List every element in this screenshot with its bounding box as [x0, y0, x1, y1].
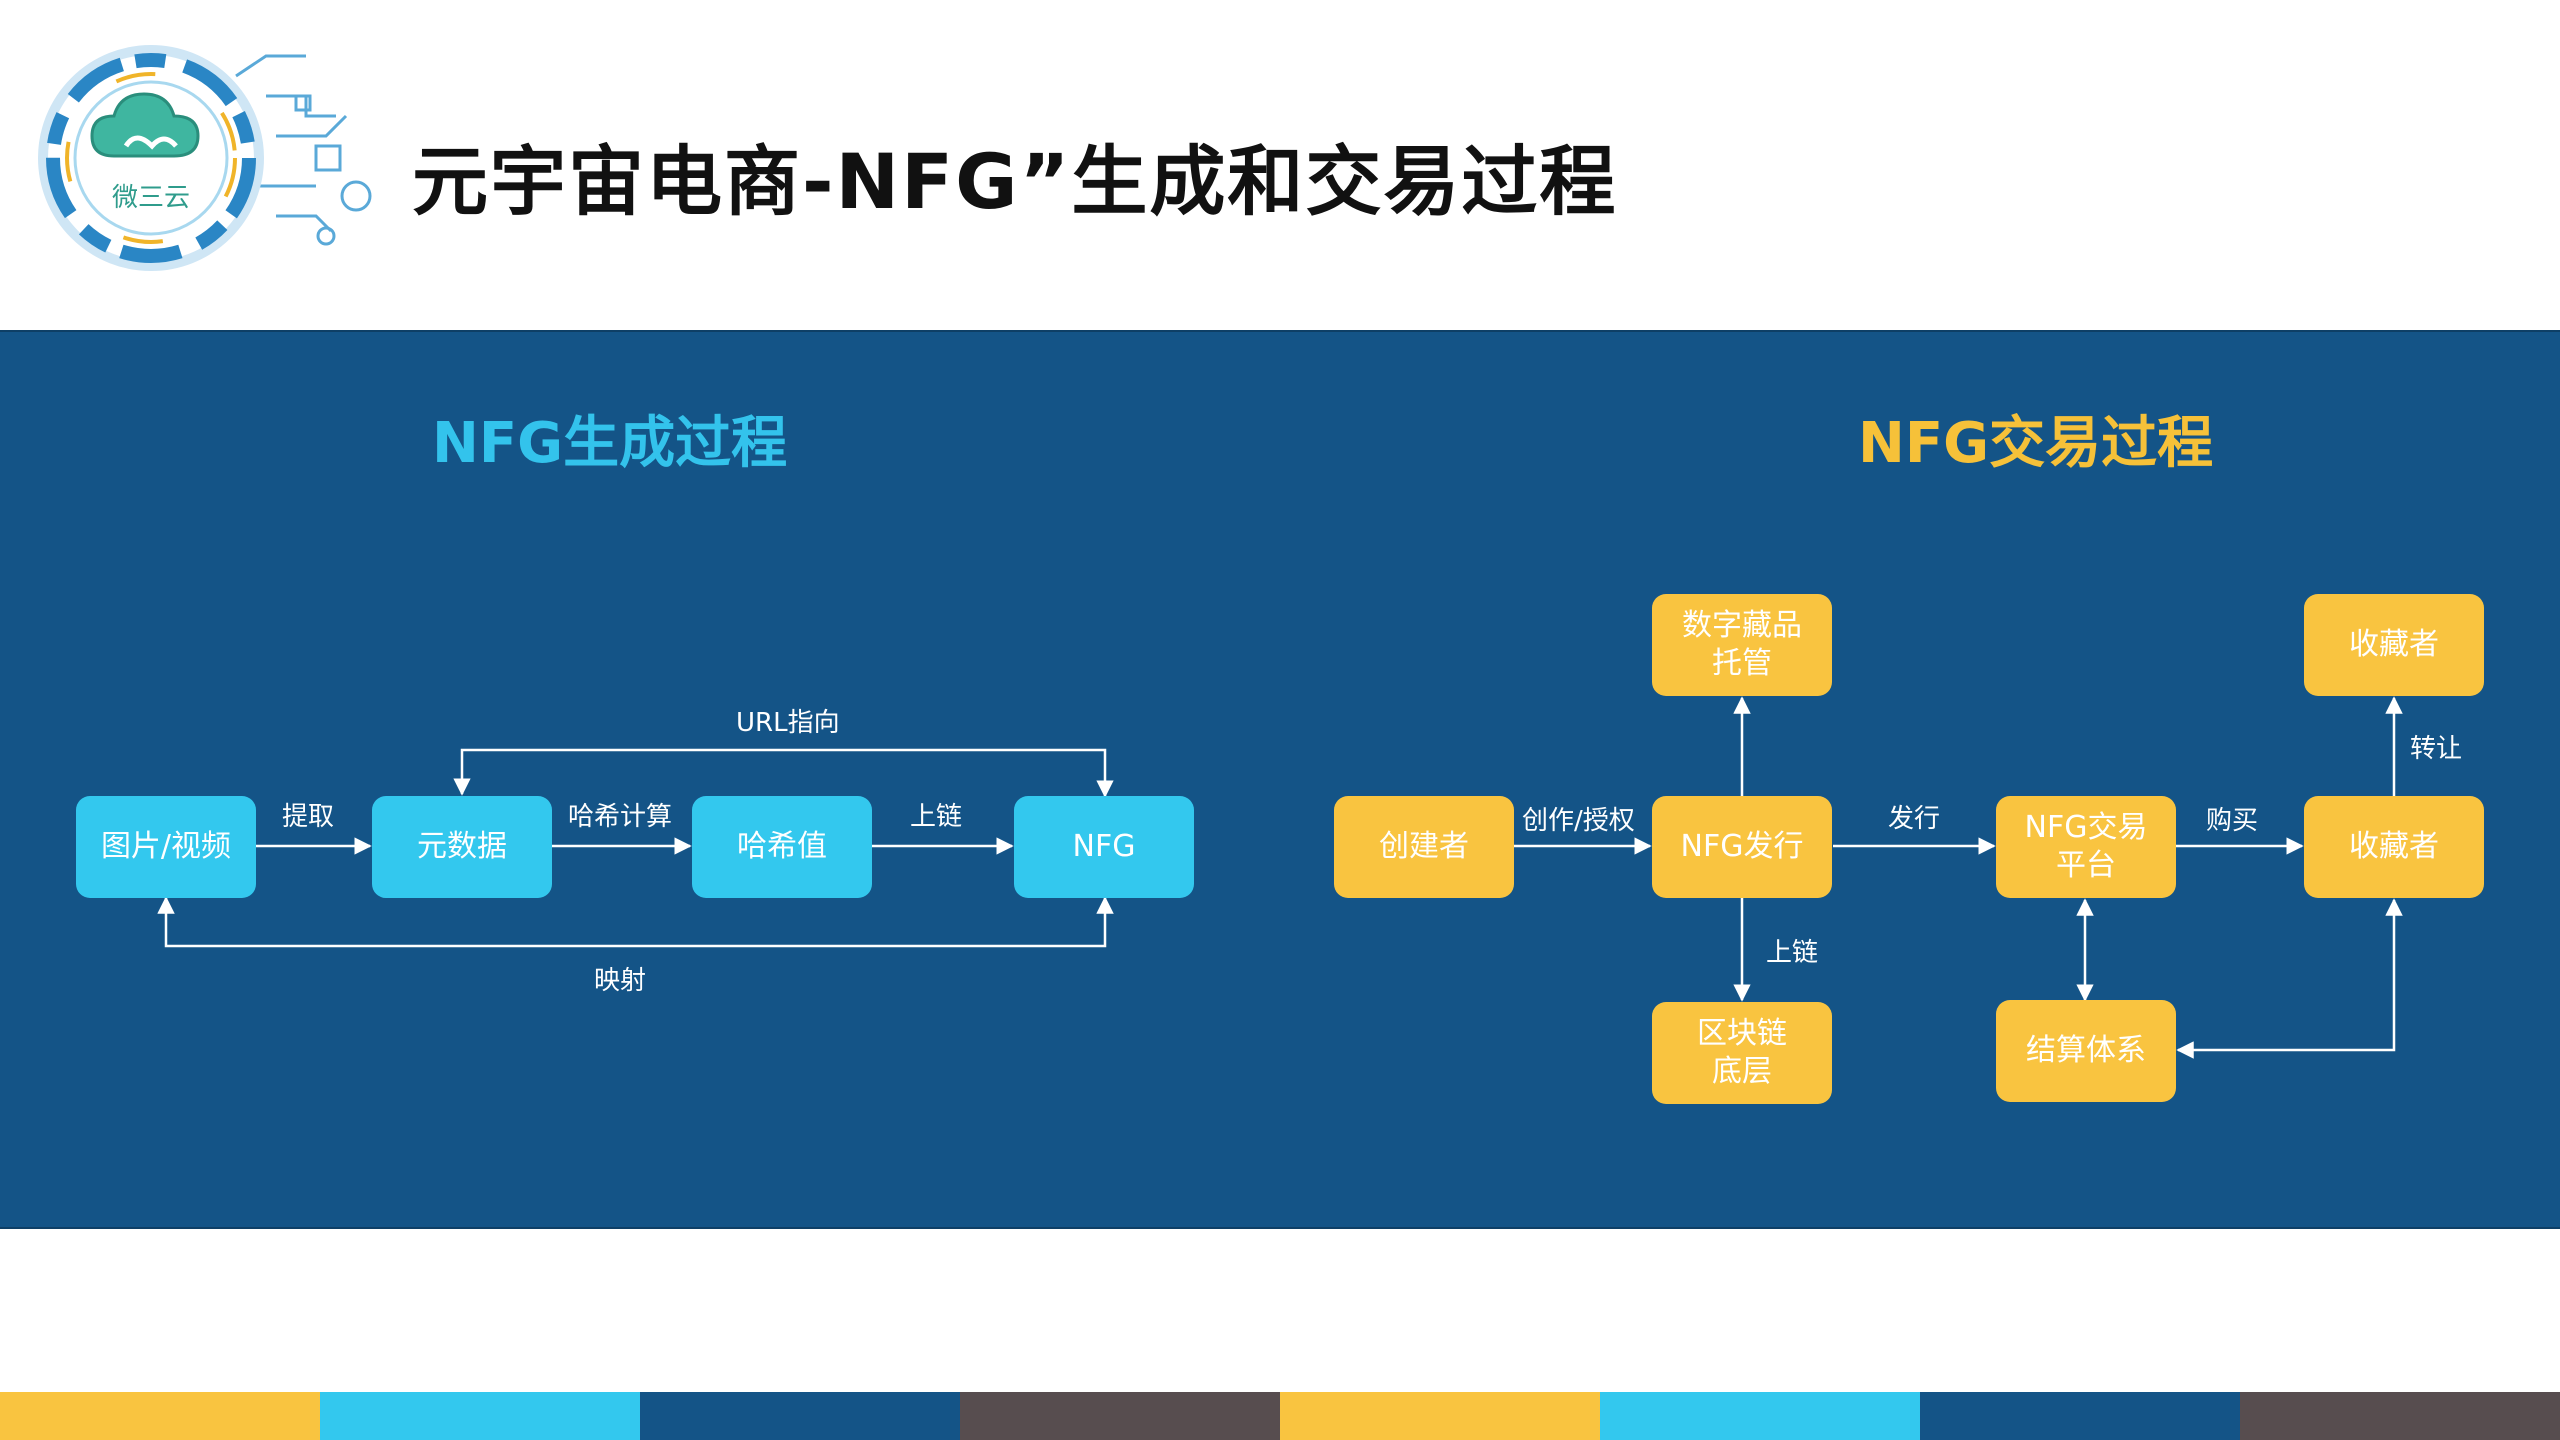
- label-hash-calc: 哈希计算: [568, 802, 673, 832]
- label-on-chain: 上链: [910, 802, 963, 832]
- node-creator: 创建者: [1334, 796, 1514, 898]
- footer-segment: [1920, 1392, 2240, 1440]
- node-collector-top: 收藏者: [2304, 594, 2484, 696]
- node-settlement-system: 结算体系: [1996, 1000, 2176, 1102]
- company-logo: 微三云: [38, 45, 372, 271]
- label-trade-on-chain: 上链: [1766, 938, 1819, 968]
- node-nfg: NFG: [1014, 796, 1194, 898]
- node-hash-value: 哈希值: [692, 796, 872, 898]
- generation-section-title: NFG生成过程: [432, 411, 788, 476]
- footer-segment: [0, 1392, 320, 1440]
- trading-section-title: NFG交易过程: [1858, 411, 2214, 476]
- logo-text: 微三云: [112, 183, 190, 213]
- page-title: 元宇宙电商-NFG”生成和交易过程: [412, 137, 1618, 226]
- node-trading-platform: NFG交易 平台: [1996, 796, 2176, 898]
- footer-segment: [1280, 1392, 1600, 1440]
- footer-color-bar: [0, 1392, 2560, 1440]
- footer-segment: [960, 1392, 1280, 1440]
- label-buy: 购买: [2206, 806, 2259, 836]
- footer-segment: [2240, 1392, 2560, 1440]
- label-transfer: 转让: [2410, 734, 2463, 764]
- node-image-video: 图片/视频: [76, 796, 256, 898]
- node-digital-custody: 数字藏品 托管: [1652, 594, 1832, 696]
- label-extract: 提取: [282, 802, 335, 832]
- node-nfg-issue: NFG发行: [1652, 796, 1832, 898]
- node-collector: 收藏者: [2304, 796, 2484, 898]
- label-mapping: 映射: [594, 966, 647, 996]
- node-metadata: 元数据: [372, 796, 552, 898]
- node-blockchain-base: 区块链 底层: [1652, 1002, 1832, 1104]
- label-url-pointer: URL指向: [736, 708, 840, 738]
- footer-segment: [1600, 1392, 1920, 1440]
- tech-circuit-decoration: [235, 54, 372, 246]
- label-issue: 发行: [1888, 804, 1941, 834]
- arrow-url-pointer: [453, 748, 1114, 798]
- footer-segment: [320, 1392, 640, 1440]
- label-create-authorize: 创作/授权: [1522, 806, 1635, 836]
- cloud-icon: [90, 92, 200, 158]
- arrow-collector-settlement: [2176, 898, 2403, 1059]
- footer-segment: [640, 1392, 960, 1440]
- arrow-mapping: [157, 896, 1114, 948]
